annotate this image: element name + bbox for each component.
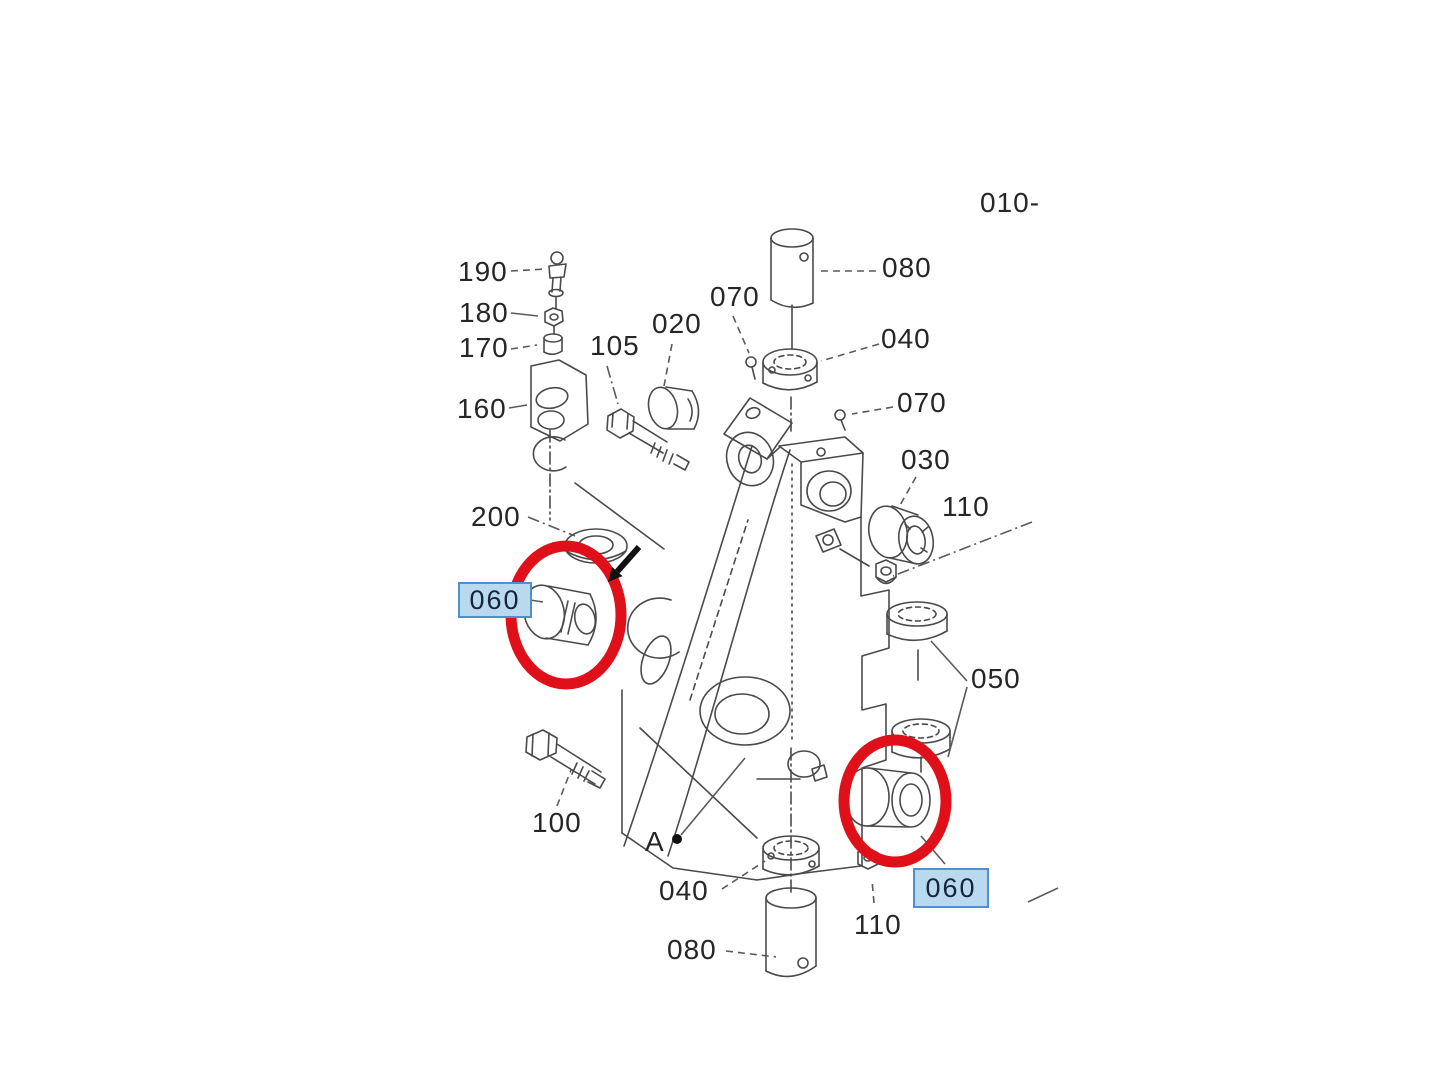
leader-line bbox=[527, 516, 576, 537]
leader-line bbox=[947, 686, 968, 758]
bushing-020 bbox=[647, 386, 700, 430]
screw-070-b bbox=[834, 409, 846, 431]
leader-line bbox=[892, 521, 1033, 577]
part-callout-070: 070 bbox=[710, 281, 760, 312]
bushing-030 bbox=[867, 505, 935, 565]
leader-line bbox=[556, 769, 572, 807]
main-bracket-body bbox=[574, 397, 922, 881]
part-callout-040: 040 bbox=[881, 323, 931, 354]
pin-080-bottom bbox=[765, 887, 817, 978]
part-callout-110: 110 bbox=[854, 909, 902, 940]
leader-line bbox=[510, 268, 547, 272]
part-callout-020: 020 bbox=[652, 308, 702, 339]
leader-line bbox=[725, 950, 777, 958]
part-callout-070: 070 bbox=[897, 387, 947, 418]
part-callout-selected-060[interactable]: 060 bbox=[458, 582, 532, 618]
view-a-point bbox=[672, 834, 682, 844]
leader-line bbox=[732, 315, 750, 354]
bolt-100 bbox=[525, 729, 606, 789]
part-callout-110: 110 bbox=[942, 491, 990, 522]
nut-110-upper bbox=[875, 559, 897, 585]
part-callout-010-: 010- bbox=[980, 187, 1041, 218]
part-callout-080: 080 bbox=[667, 934, 717, 965]
part-callout-100: 100 bbox=[532, 807, 582, 838]
part-callout-040: 040 bbox=[659, 875, 709, 906]
collar-040-top bbox=[762, 348, 818, 391]
leader-line bbox=[663, 343, 673, 387]
pin-080-top bbox=[770, 228, 814, 309]
leader-line bbox=[510, 344, 538, 350]
grease-fitting-190 bbox=[548, 251, 567, 298]
leader-line bbox=[680, 757, 746, 836]
part-callout-200: 200 bbox=[471, 501, 521, 532]
leader-line bbox=[851, 406, 894, 415]
leader-line bbox=[606, 365, 619, 405]
part-callout-160: 160 bbox=[457, 393, 507, 424]
part-callout-180: 180 bbox=[459, 297, 509, 328]
part-callout-080: 080 bbox=[882, 252, 932, 283]
leader-line bbox=[898, 476, 917, 508]
leader-line bbox=[820, 343, 880, 362]
leader-line bbox=[1027, 887, 1059, 903]
adapter-170 bbox=[543, 333, 563, 356]
insert-direction-arrow bbox=[615, 545, 642, 574]
leader-line bbox=[871, 879, 875, 904]
leader-line bbox=[529, 599, 544, 603]
screw-070-a bbox=[745, 356, 757, 380]
bracket-160 bbox=[530, 359, 589, 442]
bolt-105 bbox=[606, 408, 690, 471]
leader-lines-layer bbox=[508, 268, 1059, 958]
part-callout-A: A bbox=[645, 826, 665, 857]
part-callout-050: 050 bbox=[971, 663, 1021, 694]
part-callout-selected-060[interactable]: 060 bbox=[913, 868, 989, 908]
leader-line bbox=[930, 640, 968, 682]
part-callout-190: 190 bbox=[458, 256, 508, 287]
leader-line bbox=[510, 312, 539, 317]
leader-line bbox=[508, 404, 528, 409]
highlight-ellipse-060 bbox=[838, 734, 952, 868]
part-callout-105: 105 bbox=[590, 330, 640, 361]
insert-direction-arrowhead bbox=[608, 566, 623, 582]
leader-line bbox=[721, 860, 766, 890]
seal-050-upper bbox=[886, 601, 948, 642]
part-callout-030: 030 bbox=[901, 444, 951, 475]
part-callout-170: 170 bbox=[459, 332, 509, 363]
nut-180 bbox=[544, 307, 564, 327]
bushing-060-right bbox=[844, 767, 931, 828]
